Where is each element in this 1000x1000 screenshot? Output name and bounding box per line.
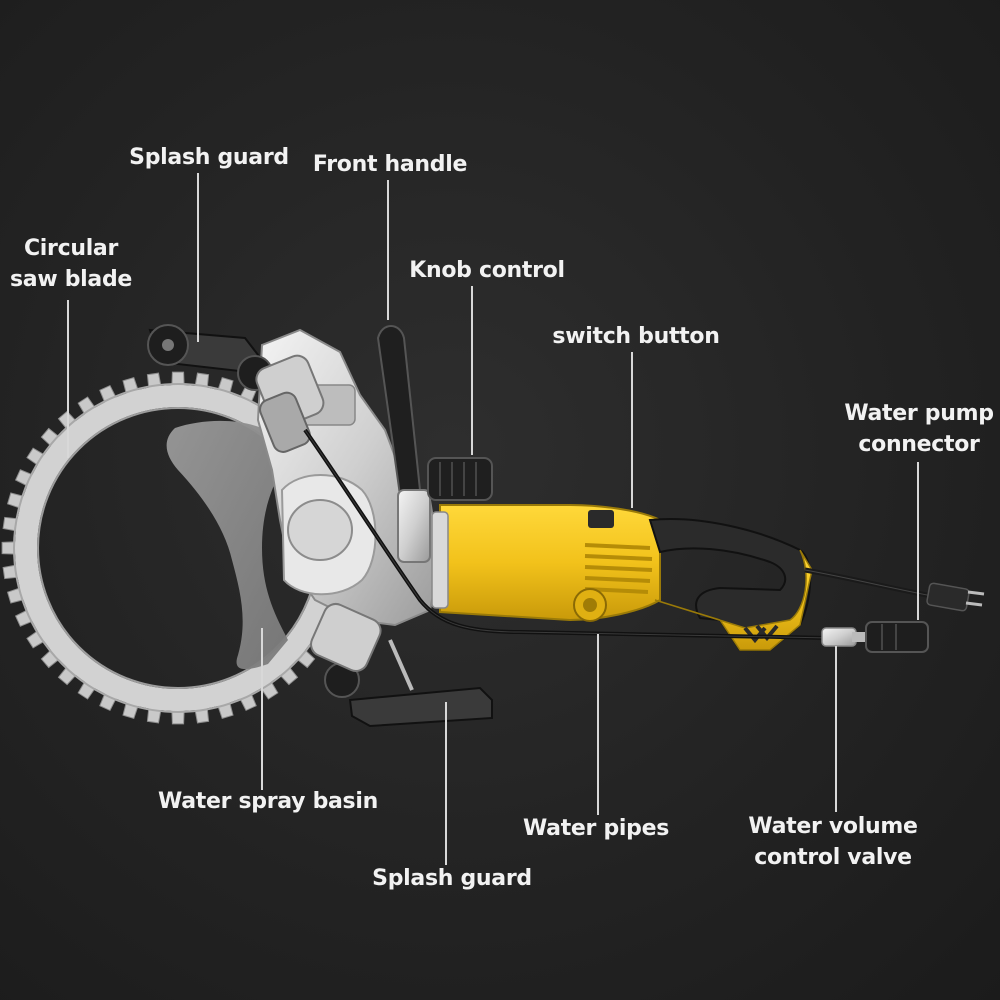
front-handle xyxy=(376,325,431,563)
label-water-pump-connector-line1: Water pump xyxy=(844,401,994,426)
label-splash-guard-top: Splash guard xyxy=(129,145,289,170)
label-circular-saw-blade-line1: Circular xyxy=(23,236,119,261)
label-circular-saw-blade: Circular saw blade xyxy=(10,233,132,295)
label-switch-button: switch button xyxy=(552,324,720,349)
splash-guard-bottom xyxy=(310,602,493,728)
power-cord xyxy=(804,567,985,612)
label-water-spray-basin: Water spray basin xyxy=(158,789,378,814)
rear-handle xyxy=(648,518,813,651)
label-water-volume-control-valve: Water volume control valve xyxy=(748,811,917,873)
leader-lines xyxy=(67,173,919,865)
label-knob-control: Knob control xyxy=(409,258,565,283)
label-water-volume-control-valve-line1: Water volume xyxy=(748,814,918,839)
water-volume-control-valve xyxy=(821,627,866,647)
knob-control xyxy=(427,457,493,501)
label-circular-saw-blade-line2: saw blade xyxy=(9,267,133,292)
label-water-volume-control-valve-line2: control valve xyxy=(754,845,912,870)
water-pipes xyxy=(303,428,831,640)
water-spray-basin xyxy=(166,420,290,670)
label-water-pipes: Water pipes xyxy=(522,816,670,841)
splash-guard-top xyxy=(147,324,325,453)
motor-body xyxy=(431,504,661,622)
switch-button-body xyxy=(588,510,614,528)
label-splash-guard-bottom: Splash guard xyxy=(372,866,532,891)
water-pump-connector xyxy=(865,621,929,653)
label-front-handle: Front handle xyxy=(312,152,468,177)
label-water-pump-connector-line2: connector xyxy=(858,432,980,457)
vent-slots xyxy=(584,543,653,594)
label-water-pump-connector: Water pump connector xyxy=(844,398,994,460)
